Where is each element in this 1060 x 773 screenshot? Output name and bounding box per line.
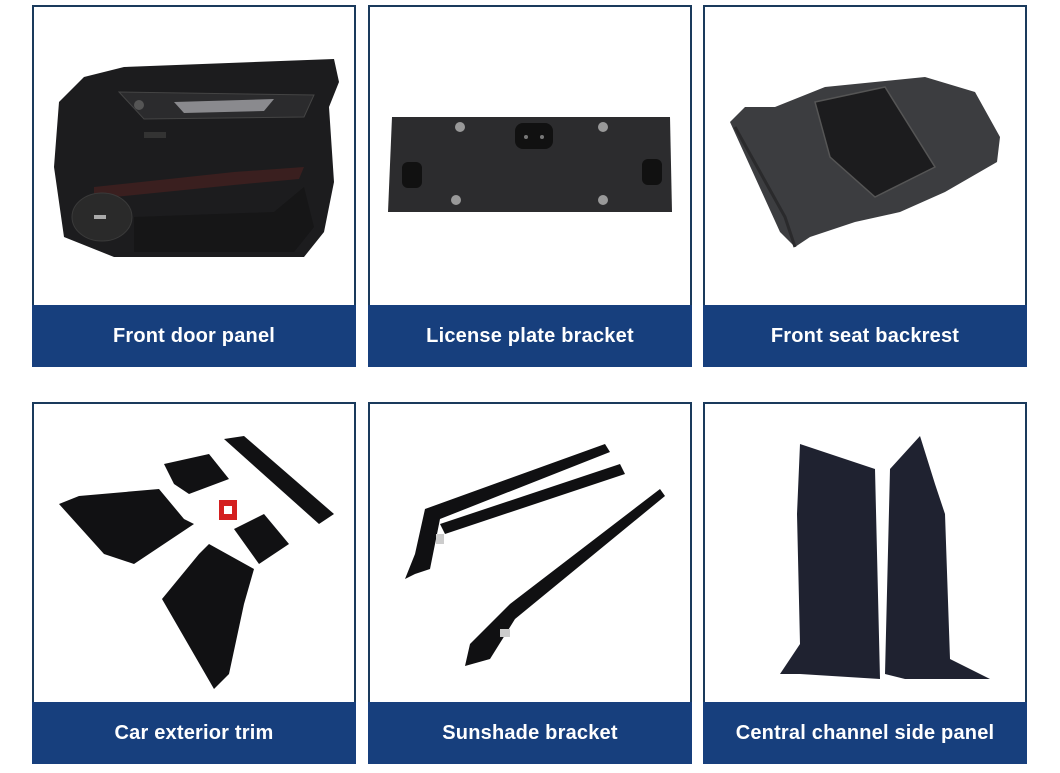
product-image-front-seat-backrest [703, 5, 1027, 306]
product-image-car-exterior-trim [32, 402, 356, 703]
door-panel-illustration [54, 59, 339, 257]
product-card-central-channel-side-panel[interactable]: Central channel side panel [703, 402, 1027, 764]
product-label: Front door panel [32, 305, 356, 367]
exterior-trim-illustration [59, 436, 334, 689]
product-image-front-door-panel [32, 5, 356, 306]
seat-backrest-illustration [730, 77, 1000, 248]
product-label: Sunshade bracket [368, 702, 692, 764]
product-label: License plate bracket [368, 305, 692, 367]
product-image-license-plate-bracket [368, 5, 692, 306]
product-card-car-exterior-trim[interactable]: Car exterior trim [32, 402, 356, 764]
product-card-front-door-panel[interactable]: Front door panel [32, 5, 356, 367]
side-panel-illustration [780, 436, 990, 679]
product-label: Central channel side panel [703, 702, 1027, 764]
product-image-central-channel-side-panel [703, 402, 1027, 703]
product-card-license-plate-bracket[interactable]: License plate bracket [368, 5, 692, 367]
product-card-front-seat-backrest[interactable]: Front seat backrest [703, 5, 1027, 367]
license-plate-bracket-illustration [388, 117, 672, 212]
product-label: Front seat backrest [703, 305, 1027, 367]
sunshade-bracket-illustration [405, 444, 665, 666]
product-image-sunshade-bracket [368, 402, 692, 703]
product-card-sunshade-bracket[interactable]: Sunshade bracket [368, 402, 692, 764]
product-label: Car exterior trim [32, 702, 356, 764]
